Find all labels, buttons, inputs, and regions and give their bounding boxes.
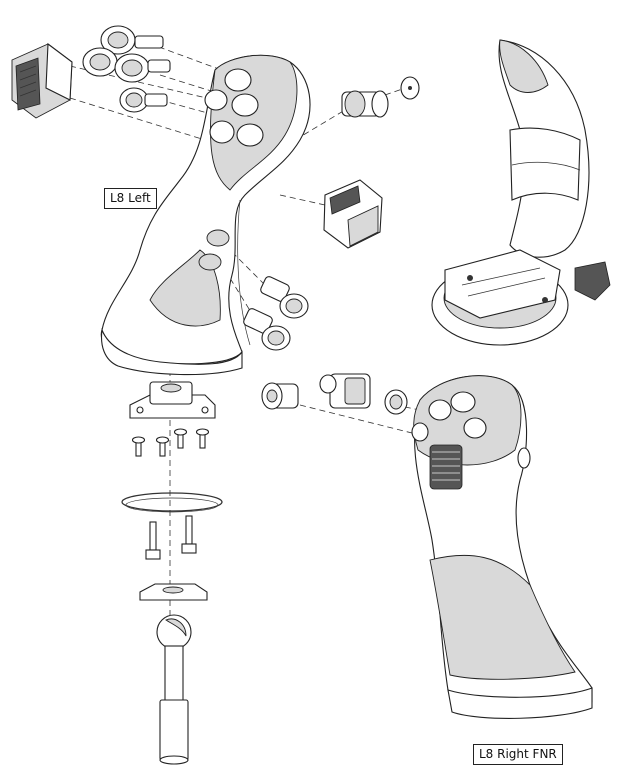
mounting-screws [131,428,210,457]
fnr-switch-parts [261,373,408,415]
left-grip-body [100,54,311,376]
shaft-flange [139,583,208,601]
lower-push-buttons [243,276,309,351]
right-fnr-grip-body [411,375,593,719]
rocker-switch-module [11,42,73,119]
grip-base-mount [431,249,611,346]
retaining-clip [121,492,223,513]
right-grip-top-shell [498,39,590,258]
push-button-cluster [82,25,171,113]
thumb-switch-module [323,179,383,249]
left-grip-label: L8 Left [104,188,157,209]
grip-adapter-plate [129,381,216,419]
hex-bolts [145,515,197,560]
right-grip-label: L8 Right FNR [473,744,563,765]
side-push-button [341,76,420,118]
joystick-shaft [156,614,192,765]
